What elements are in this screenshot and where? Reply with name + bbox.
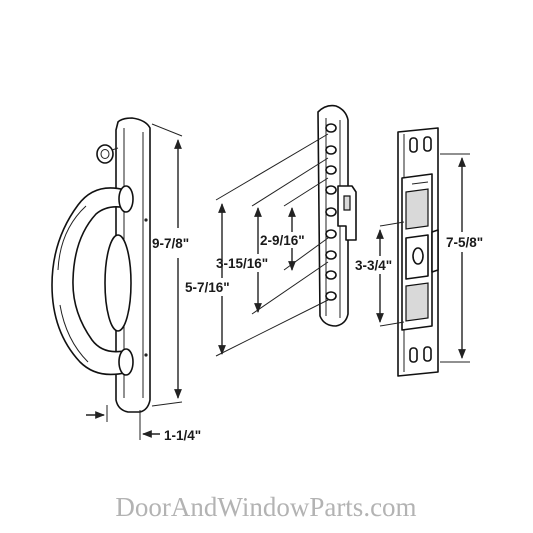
latch-outer-label: 5-7/16" <box>185 280 230 295</box>
keeper-inner-label: 3-3/4" <box>355 258 392 273</box>
handle-height-dimension: 9-7/8" <box>151 123 189 407</box>
handle-height-label: 9-7/8" <box>152 236 189 251</box>
door-handle-illustration <box>51 117 151 413</box>
keeper-plate-illustration <box>397 127 439 377</box>
ring-screw-icon <box>96 144 119 164</box>
latch-inner-label: 2-9/16" <box>260 233 305 248</box>
watermark-text: DoorAndWindowParts.com <box>115 492 416 522</box>
handle-width-dimension: 1-1/4" <box>86 405 201 443</box>
latch-screws <box>325 123 337 301</box>
handle-width-label: 1-1/4" <box>164 428 201 443</box>
latch-mid-label: 3-15/16" <box>216 256 268 271</box>
keeper-outer-label: 7-5/8" <box>446 235 483 250</box>
latch-mechanism-illustration <box>317 104 357 327</box>
keeper-dimensions: 3-3/4" 7-5/8" <box>355 153 483 363</box>
latch-dimensions: 2-9/16" 3-15/16" 5-7/16" <box>185 133 329 357</box>
